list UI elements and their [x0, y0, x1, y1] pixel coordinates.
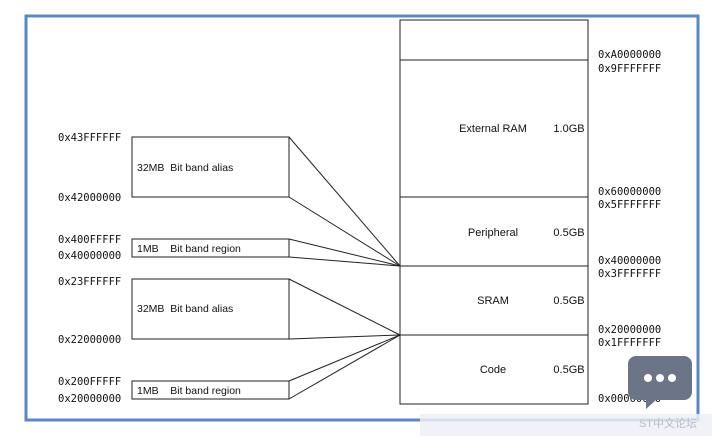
address-40000000-left: 0x40000000: [58, 250, 121, 262]
address-60000000: 0x60000000: [598, 186, 661, 198]
region-size-external-ram: 1.0GB: [553, 123, 584, 135]
address-1fffffff: 0x1FFFFFFF: [598, 337, 661, 349]
bit-band-connectors: [288, 136, 401, 400]
memory-map-column: [399, 19, 589, 405]
sram-bit-band-alias-box: [131, 278, 290, 340]
figure-frame: [24, 14, 700, 422]
region-size-code: 0.5GB: [553, 364, 584, 376]
address-40000000: 0x40000000: [598, 255, 661, 267]
address-23ffffff: 0x23FFFFFF: [58, 276, 121, 288]
region-name-peripheral: Peripheral: [468, 227, 518, 239]
region-size-peripheral: 0.5GB: [553, 227, 584, 239]
region-size-sram: 0.5GB: [553, 295, 584, 307]
watermark: ST中文论坛: [420, 356, 712, 436]
watermark-text: ST中文论坛: [639, 416, 697, 430]
chat-bubble-icon: [628, 356, 692, 409]
address-20000000-left: 0x20000000: [58, 393, 121, 405]
sram-region-label: 1MB Bit band region: [137, 385, 241, 397]
peripheral-bit-band-alias-box: [131, 136, 290, 198]
sram-bit-band-region-box: [131, 380, 290, 400]
region-name-code: Code: [480, 364, 506, 376]
region-name-external-ram: External RAM: [459, 123, 527, 135]
address-5fffffff: 0x5FFFFFFF: [598, 199, 661, 211]
peripheral-region-label: 1MB Bit band region: [137, 243, 241, 255]
peripheral-bit-band-region-box: [131, 238, 290, 258]
address-400fffff: 0x400FFFFF: [58, 234, 121, 246]
peripheral-alias-label: 32MB Bit band alias: [137, 162, 233, 174]
address-22000000: 0x22000000: [58, 334, 121, 346]
address-9fffffff: 0x9FFFFFFF: [598, 63, 661, 75]
address-43ffffff: 0x43FFFFFF: [58, 132, 121, 144]
memory-map-outline: [399, 19, 589, 405]
address-200fffff: 0x200FFFFF: [58, 376, 121, 388]
sram-alias-label: 32MB Bit band alias: [137, 303, 233, 315]
watermark-band: [420, 414, 712, 436]
address-3fffffff: 0x3FFFFFFF: [598, 268, 661, 280]
address-42000000: 0x42000000: [58, 192, 121, 204]
address-20000000: 0x20000000: [598, 324, 661, 336]
region-name-sram: SRAM: [477, 295, 509, 307]
address-a0000000: 0xA0000000: [598, 49, 661, 61]
